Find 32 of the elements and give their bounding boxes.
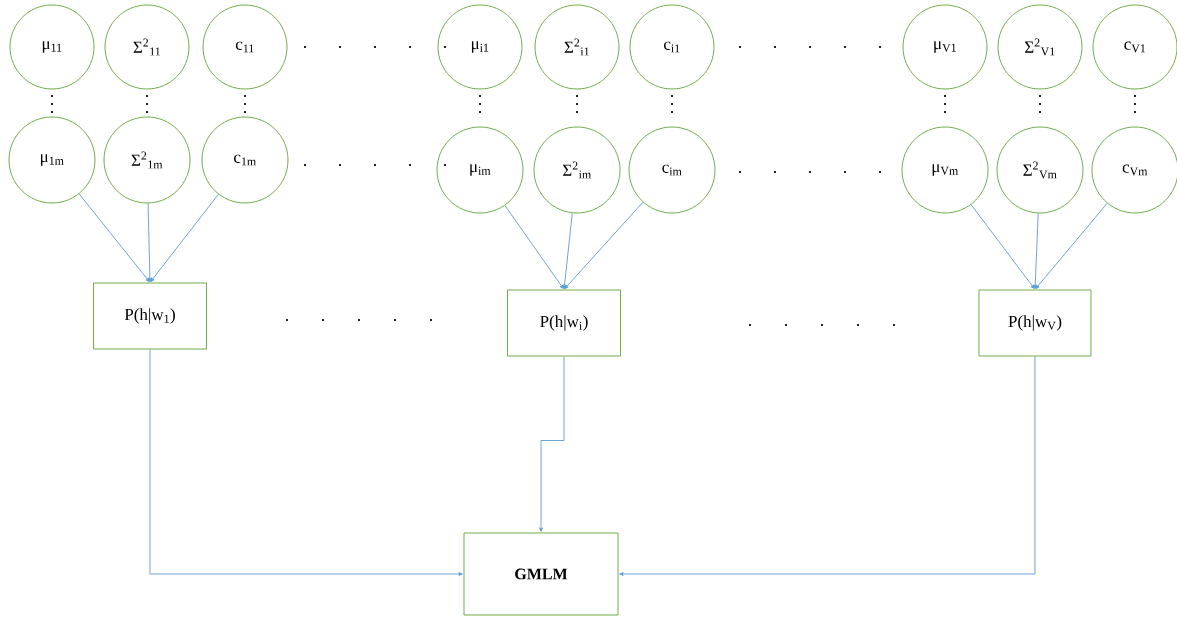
circle-node: μ$_{1m}$ — [8, 116, 96, 204]
circle-node: Σ$^{2}$11 — [104, 4, 190, 90]
arrow — [150, 193, 219, 282]
circle-node: μ$_{i1}$ — [437, 4, 523, 90]
circle-node: Σ$^{2}$1m — [103, 116, 191, 204]
arrow — [147, 203, 152, 282]
arrow — [78, 193, 150, 283]
arrow — [1035, 202, 1108, 290]
arrow — [504, 205, 564, 289]
arrow — [564, 201, 644, 290]
circle-node: μ$_{V1}$ — [902, 4, 988, 90]
model-box: GMLM — [463, 532, 619, 616]
circle-node: c$_{11}$ — [202, 4, 288, 90]
circle-node: Σ$^{2}$i1 — [534, 4, 620, 90]
arrow — [619, 356, 1036, 576]
circle-node: c$_{1m}$ — [201, 116, 289, 204]
probability-box: P(h|w$_{1}$) — [93, 282, 207, 350]
arrow — [1033, 213, 1039, 289]
circle-node: μ$_{Vm}$ — [901, 126, 989, 214]
probability-box: P(h|w$_{V}$) — [978, 289, 1092, 357]
arrow — [970, 204, 1035, 289]
arrow — [562, 212, 573, 289]
circle-node: Σ$^{2}$Vm — [996, 126, 1084, 214]
circle-node: Σ$^{2}$V1 — [997, 4, 1083, 90]
arrow — [539, 356, 565, 532]
probability-box: P(h|w$_{i}$) — [507, 289, 621, 357]
circle-node: c$_{i1}$ — [629, 4, 715, 90]
circle-node: c$_{im}$ — [628, 126, 716, 214]
arrow — [149, 349, 463, 576]
circle-node: μ$_{im}$ — [436, 126, 524, 214]
circle-node: Σ$^{2}$im — [533, 126, 621, 214]
circle-node: μ$_{11}$ — [9, 4, 95, 90]
